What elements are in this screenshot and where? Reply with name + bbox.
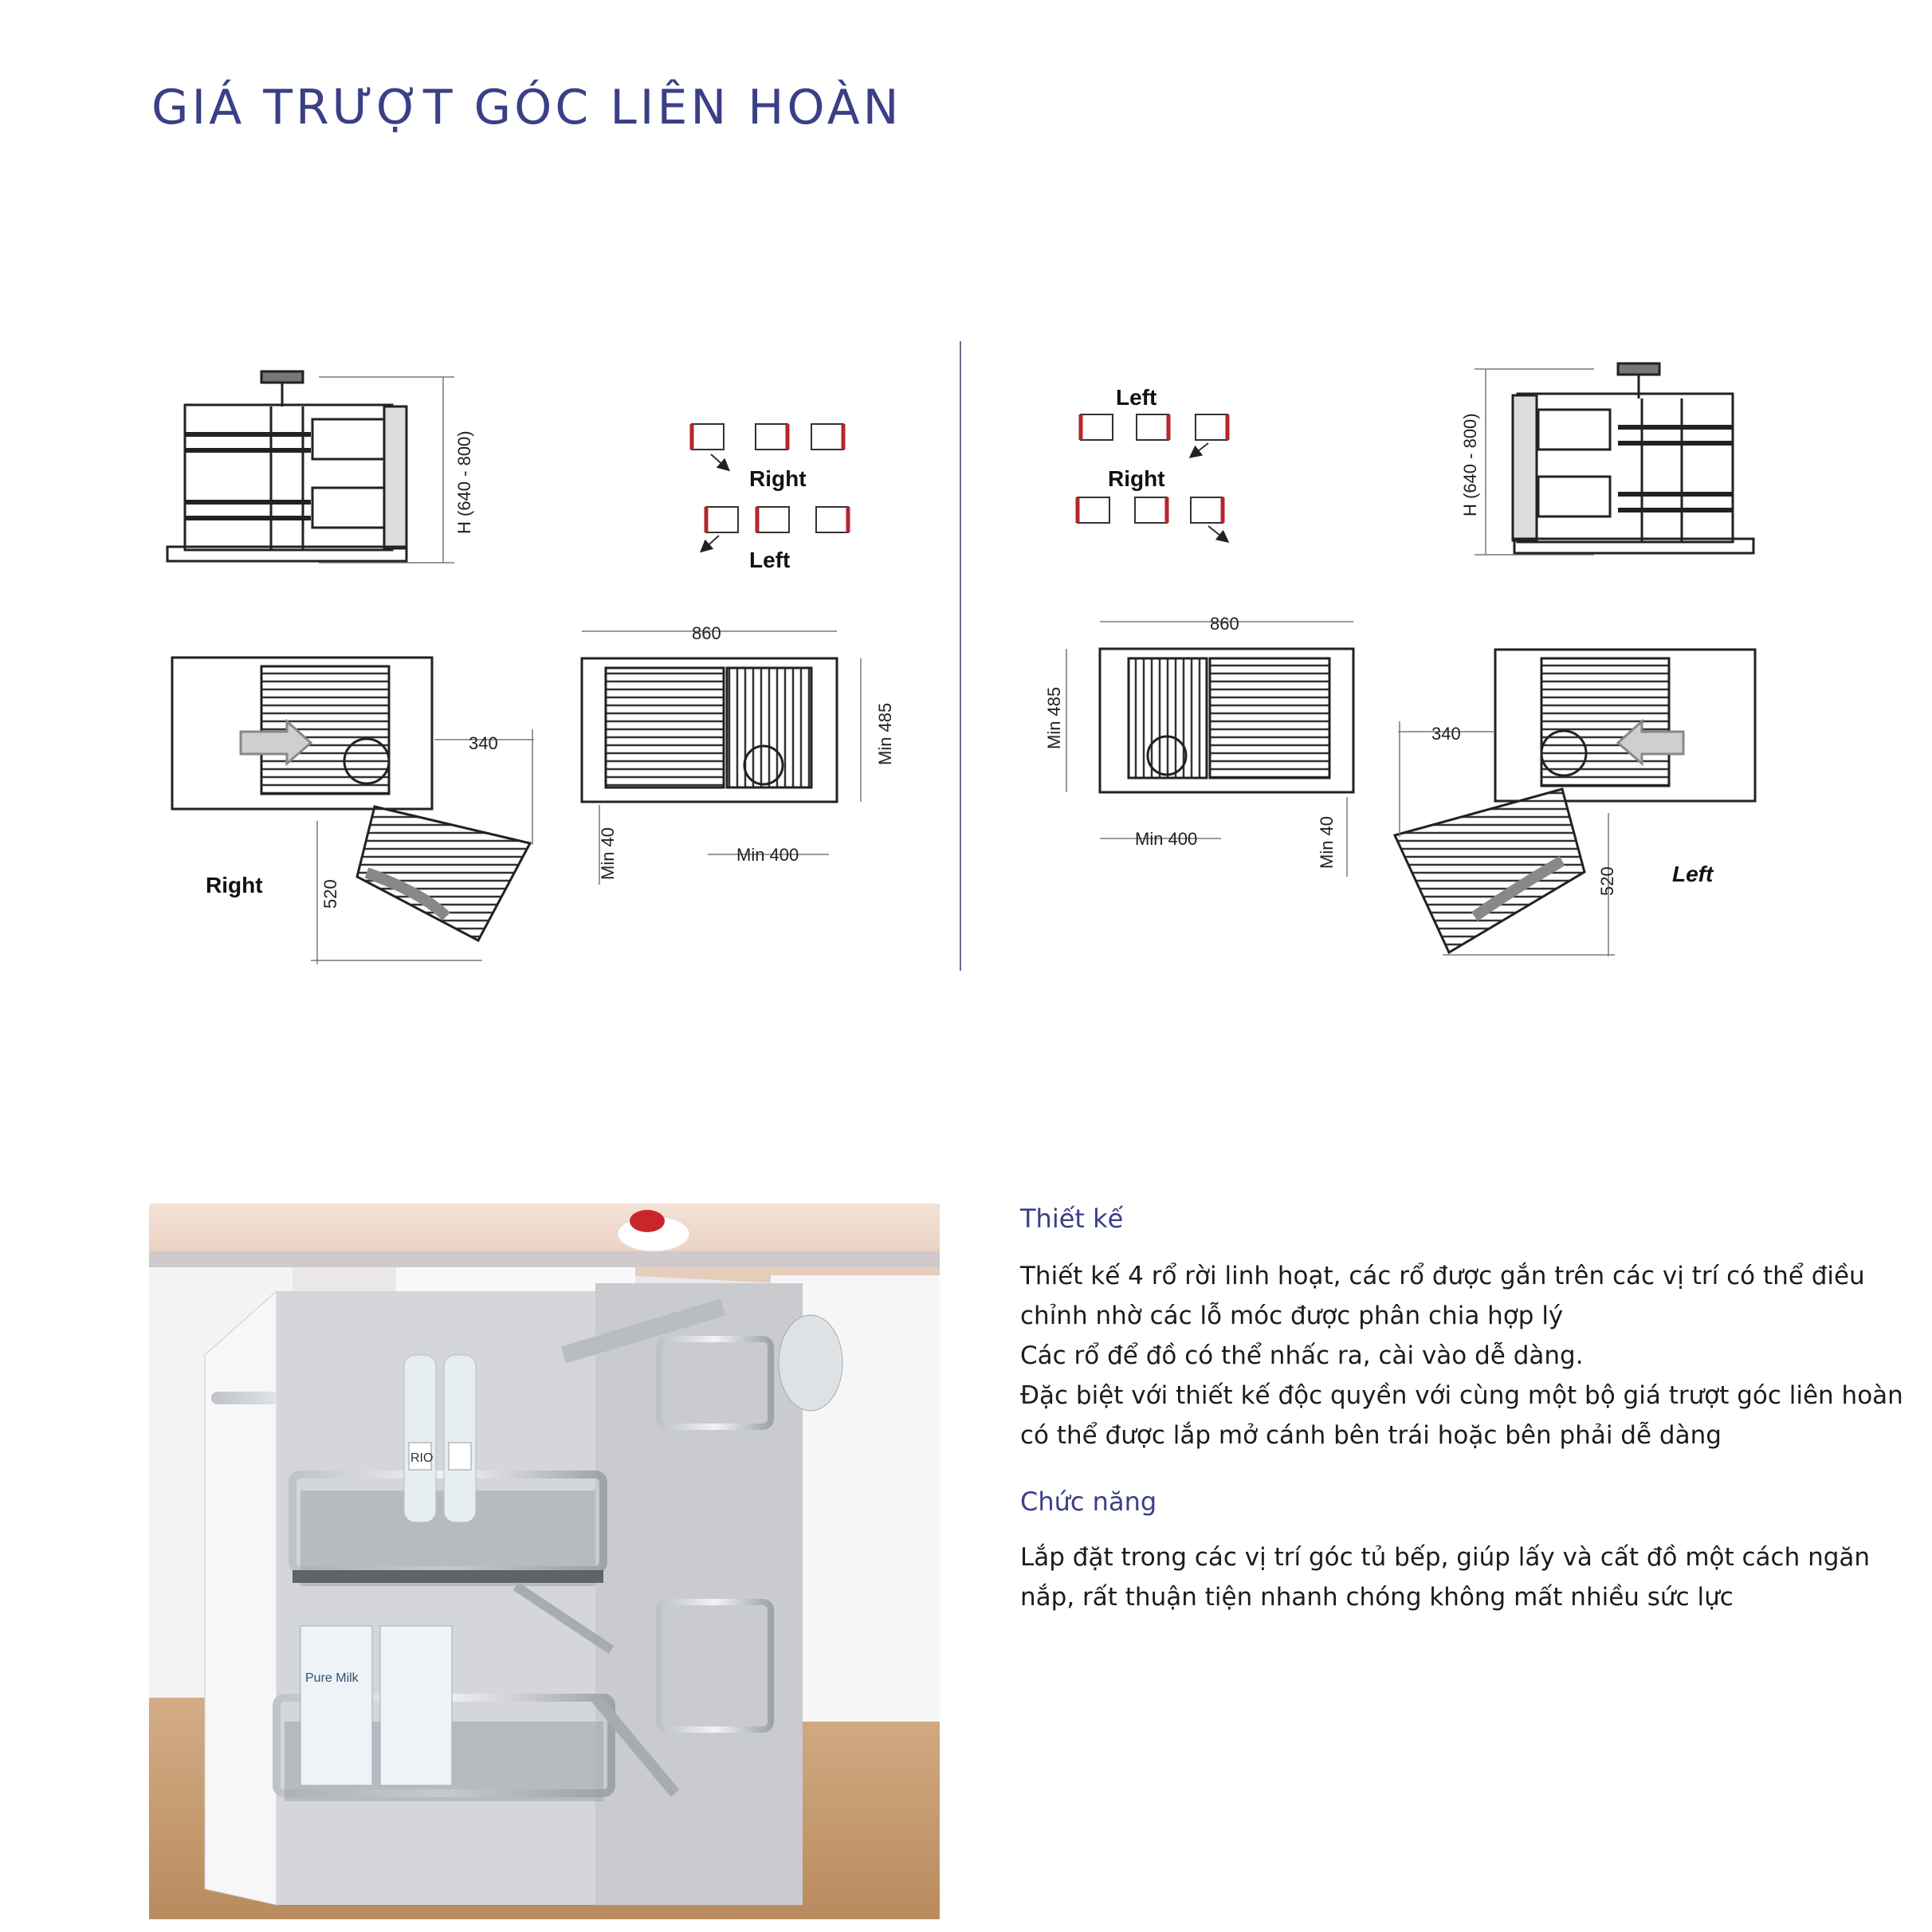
function-line-1: Lắp đặt trong các vị trí góc tủ bếp, giú… bbox=[1020, 1543, 1871, 1572]
gap-label-right: 340 bbox=[469, 733, 498, 753]
product-photo: RIO Pure Milk bbox=[149, 1204, 940, 1919]
left-config-group: Left Right H (640 - 800) bbox=[1044, 362, 1757, 956]
depth-label-left: Min 485 bbox=[1044, 687, 1064, 749]
gap-label-left: 340 bbox=[1431, 724, 1461, 744]
product-illustration: RIO Pure Milk bbox=[149, 1204, 940, 1919]
design-line-3: Các rổ để đồ có thể nhấc ra, cài vào dễ … bbox=[1020, 1341, 1584, 1370]
design-line-5: có thể được lắp mở cánh bên trái hoặc bê… bbox=[1020, 1421, 1722, 1450]
legend-icons-right bbox=[689, 423, 850, 553]
swing-label-left: 520 bbox=[1597, 866, 1617, 896]
width-label-left: 860 bbox=[1210, 614, 1239, 634]
design-section: Thiết kế Thiết kế 4 rổ rời linh hoạt, cá… bbox=[1020, 1204, 1903, 1455]
legend-left-label: Left bbox=[749, 548, 790, 572]
dimension-plan-left bbox=[1098, 647, 1355, 794]
design-heading: Thiết kế bbox=[1020, 1204, 1124, 1234]
function-section: Chức năng Lắp đặt trong các vị trí góc t… bbox=[1020, 1486, 1870, 1617]
swing-label-right: 520 bbox=[320, 879, 340, 909]
orientation-label-left: Left bbox=[1672, 862, 1714, 886]
width-label-right: 860 bbox=[692, 623, 721, 643]
function-line-2: nắp, rất thuận tiện nhanh chóng không mấ… bbox=[1020, 1583, 1734, 1612]
dimension-plan-right bbox=[580, 657, 838, 803]
min40-label-left: Min 40 bbox=[1317, 816, 1337, 869]
plan-view-swing-left bbox=[1392, 648, 1757, 955]
side-elevation-left bbox=[1511, 362, 1755, 555]
min40-label-right: Min 40 bbox=[598, 827, 618, 880]
min400-label-left: Min 400 bbox=[1135, 829, 1197, 849]
side-elevation-right bbox=[166, 370, 408, 563]
vertical-divider bbox=[960, 341, 961, 971]
plan-view-swing-right bbox=[171, 656, 532, 943]
legend-right-label: Right bbox=[749, 466, 807, 491]
depth-label-right: Min 485 bbox=[875, 703, 895, 765]
design-line-4: Đặc biệt với thiết kế độc quyền với cùng… bbox=[1020, 1381, 1903, 1410]
legend-right-label-2: Right bbox=[1108, 466, 1165, 491]
legend-left-label-2: Left bbox=[1116, 385, 1156, 410]
page-title: GIÁ TRƯỢT GÓC LIÊN HOÀN bbox=[151, 80, 902, 135]
function-heading: Chức năng bbox=[1020, 1486, 1157, 1517]
height-label-left: H (640 - 800) bbox=[1460, 413, 1480, 516]
design-line-1: Thiết kế 4 rổ rời linh hoạt, các rổ được… bbox=[1020, 1262, 1865, 1290]
height-label-right: H (640 - 800) bbox=[454, 430, 474, 534]
technical-diagrams: H (640 - 800) Right Left bbox=[166, 362, 1757, 964]
legend-icons-left bbox=[1075, 414, 1230, 543]
bottle-label: RIO bbox=[410, 1451, 433, 1465]
carton-label: Pure Milk bbox=[305, 1671, 359, 1685]
min400-label-right: Min 400 bbox=[736, 845, 799, 865]
right-config-group: H (640 - 800) Right Left bbox=[166, 370, 895, 964]
design-line-2: chỉnh nhờ các lỗ móc được phân chia hợp … bbox=[1020, 1302, 1564, 1330]
orientation-label-right: Right bbox=[206, 873, 263, 897]
